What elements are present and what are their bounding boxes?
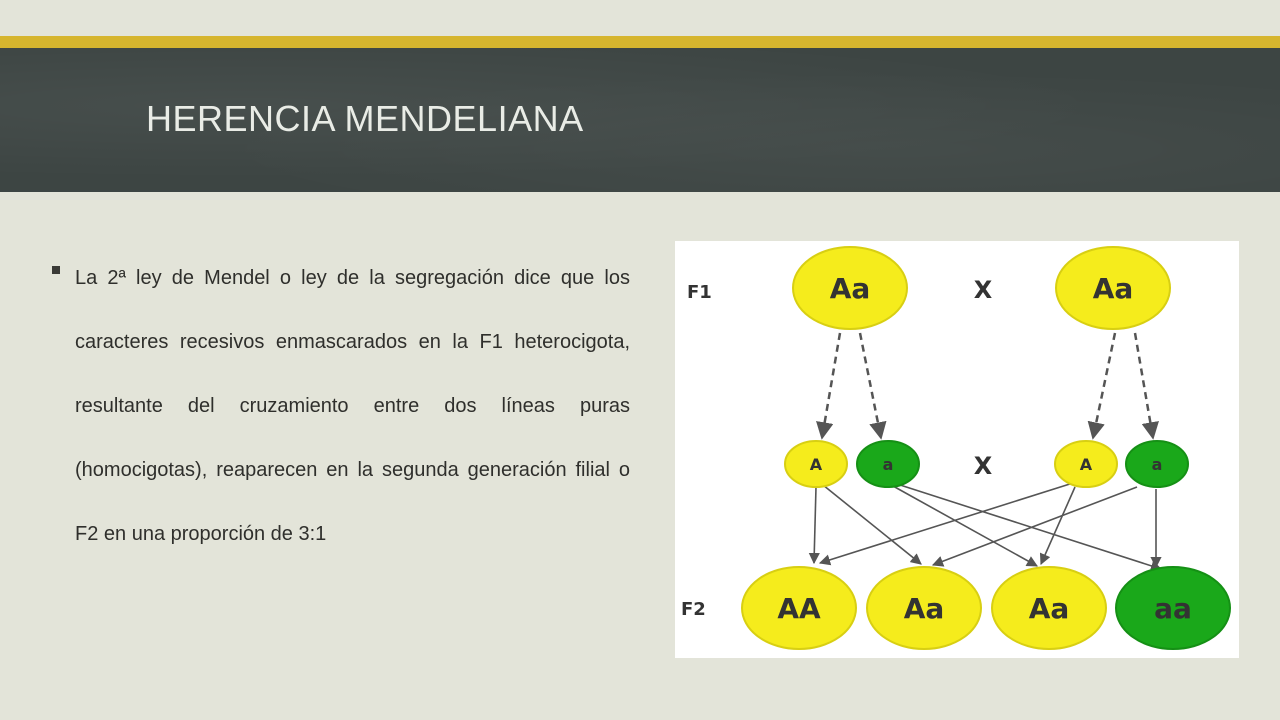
offspring-3-genotype: Aa xyxy=(1029,592,1070,625)
segregation-arrows xyxy=(816,332,1159,440)
parent-2-circle xyxy=(1055,246,1171,330)
offspring-2-genotype: Aa xyxy=(904,592,945,625)
slide-title: HERENCIA MENDELIANA xyxy=(146,98,584,139)
parent-1-genotype: Aa xyxy=(830,272,871,305)
offspring-3: Aa xyxy=(991,566,1107,650)
gamete-1-circle xyxy=(784,440,848,488)
offspring-2: Aa xyxy=(866,566,982,650)
mendel-cross-diagram: F1 F2 X X Aa Aa xyxy=(675,241,1239,658)
parent-1: Aa xyxy=(792,246,908,330)
gamete-4: a xyxy=(1125,440,1189,488)
gamete-1: A xyxy=(784,440,848,488)
dashed-arrow xyxy=(1133,332,1159,440)
gamete-2: a xyxy=(856,440,920,488)
title-band xyxy=(0,48,1280,192)
bullet-text: La 2ª ley de Mendel o ley de la segregac… xyxy=(75,267,630,545)
offspring-4: aa xyxy=(1115,566,1231,650)
fertilization-arrow xyxy=(818,482,1074,566)
offspring-1-genotype: AA xyxy=(777,592,821,625)
fertilization-arrow xyxy=(892,485,1038,567)
gamete-4-allele: a xyxy=(1152,455,1163,474)
gamete-2-allele: a xyxy=(883,455,894,474)
fertilization-arrows xyxy=(808,482,1163,572)
gamete-3-circle xyxy=(1054,440,1118,488)
offspring-4-genotype: aa xyxy=(1154,592,1192,625)
accent-bar xyxy=(0,36,1280,48)
parent-2: Aa xyxy=(1055,246,1171,330)
bullet-list: La 2ª ley de Mendel o ley de la segregac… xyxy=(52,246,630,566)
gamete-4-circle xyxy=(1125,440,1189,488)
gamete-3-allele: A xyxy=(1080,455,1093,474)
parent-2-genotype: Aa xyxy=(1093,272,1134,305)
dashed-arrow xyxy=(858,332,887,440)
fertilization-arrow xyxy=(896,483,1163,572)
offspring-1: AA xyxy=(741,566,857,650)
f2-label: F2 xyxy=(681,599,706,620)
fertilization-arrow xyxy=(822,484,922,565)
gamete-2-circle xyxy=(856,440,920,488)
f1-label: F1 xyxy=(687,282,712,303)
fertilization-arrow xyxy=(931,486,1138,567)
dashed-arrow xyxy=(816,332,842,440)
parent-1-circle xyxy=(792,246,908,330)
gamete-3: A xyxy=(1054,440,1118,488)
offspring-4-circle xyxy=(1115,566,1231,650)
dashed-arrow xyxy=(1087,332,1117,440)
cross-diagram-svg: F1 F2 X X Aa Aa xyxy=(681,246,1231,650)
cross-symbol-gametes: X xyxy=(974,452,993,480)
offspring-2-circle xyxy=(866,566,982,650)
fertilization-arrow xyxy=(1039,486,1076,566)
offspring-1-circle xyxy=(741,566,857,650)
cross-symbol-parents: X xyxy=(974,276,993,304)
square-bullet-icon xyxy=(52,266,60,274)
offspring-3-circle xyxy=(991,566,1107,650)
gamete-1-allele: A xyxy=(810,455,823,474)
fertilization-arrow xyxy=(808,486,820,565)
